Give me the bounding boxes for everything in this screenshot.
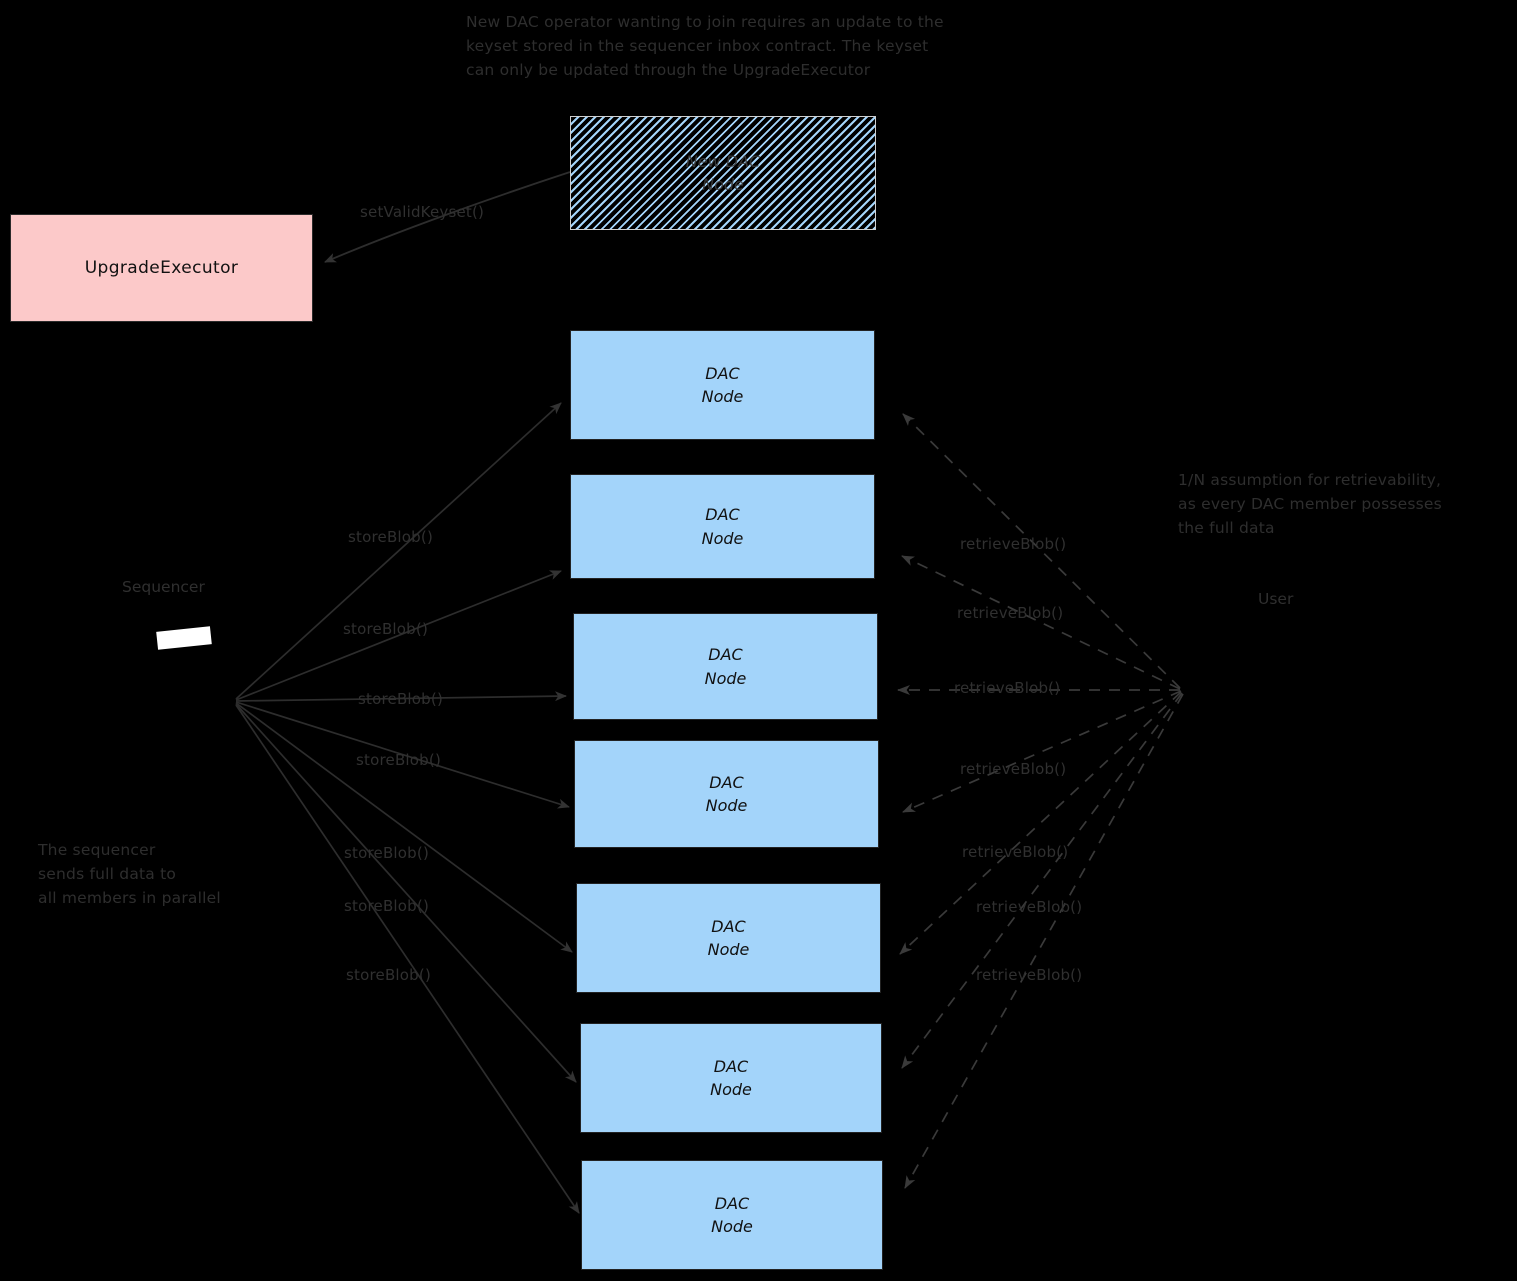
upgrade-executor-box[interactable]: UpgradeExecutor <box>10 214 313 322</box>
edge-label-store-blob-6: storeBlob() <box>344 897 430 915</box>
dac-node-label-line2: Node <box>710 1080 752 1099</box>
edge-label-set-valid-keyset: setValidKeyset() <box>360 203 485 221</box>
note-bottom-left-parallel-send: The sequencer sends full data to all mem… <box>38 841 221 908</box>
note-right-retrievability: 1/N assumption for retrievability, as ev… <box>1178 471 1442 538</box>
dac-node-label-line1: DAC <box>709 772 744 792</box>
dac-node-box-3[interactable]: DAC Node <box>573 613 878 720</box>
edge-label-retrieve-blob-4: retrieveBlob() <box>960 760 1067 778</box>
edge-label-retrieve-blob-7: retrieveBlob() <box>976 966 1083 984</box>
sequencer-actor-label: Sequencer <box>122 578 205 596</box>
upgrade-executor-label: UpgradeExecutor <box>84 258 239 278</box>
dac-node-label-line1: DAC <box>705 505 740 525</box>
edge-label-store-blob-4: storeBlob() <box>356 751 442 769</box>
user-actor-label: User <box>1258 590 1294 608</box>
dac-node-label-line1: DAC <box>713 1056 749 1076</box>
dac-node-label-line2: Node <box>701 387 744 406</box>
dac-node-label-line1: DAC <box>714 1193 750 1213</box>
dac-node-box-6[interactable]: DAC Node <box>580 1023 882 1133</box>
edge-label-store-blob-3: storeBlob() <box>358 690 444 708</box>
edge-group-store-blob <box>235 402 580 1214</box>
dac-node-label-line2: Node <box>711 1217 753 1236</box>
edge-label-retrieve-blob-5: retrieveBlob() <box>962 843 1069 861</box>
edge-label-retrieve-blob-1: retrieveBlob() <box>960 535 1067 553</box>
dac-node-label-line1: DAC <box>708 645 743 665</box>
new-dac-node-label-line2: Node <box>702 175 744 194</box>
edge-label-retrieve-blob-3: retrieveBlob() <box>954 679 1061 697</box>
dac-node-label-line2: Node <box>705 796 748 815</box>
edge-label-store-blob-7: storeBlob() <box>346 966 432 984</box>
edge-group-retrieve-blob <box>897 413 1184 1189</box>
edge-label-retrieve-blob-2: retrieveBlob() <box>957 604 1064 622</box>
dac-node-box-4[interactable]: DAC Node <box>574 740 879 848</box>
new-dac-node-label-line1: New DAC <box>685 151 761 171</box>
dac-node-box-2[interactable]: DAC Node <box>570 474 875 579</box>
edge-set-valid-keyset <box>324 171 571 263</box>
dac-node-box-1[interactable]: DAC Node <box>570 330 875 440</box>
edge-label-store-blob-2: storeBlob() <box>343 620 429 638</box>
edge-label-retrieve-blob-6: retrieveBlob() <box>976 898 1083 916</box>
new-dac-node-box[interactable]: New DAC Node <box>570 116 876 230</box>
dac-node-label-line1: DAC <box>705 363 740 383</box>
dac-node-box-5[interactable]: DAC Node <box>576 883 881 993</box>
edge-label-store-blob-1: storeBlob() <box>348 528 434 546</box>
dac-node-label-line2: Node <box>701 528 744 548</box>
dac-node-label-line2: Node <box>707 940 750 959</box>
note-top-keyset-update: New DAC operator wanting to join require… <box>466 13 944 80</box>
edge-label-store-blob-5: storeBlob() <box>344 844 430 862</box>
dac-node-box-7[interactable]: DAC Node <box>581 1160 883 1270</box>
dac-node-label-line1: DAC <box>711 916 746 936</box>
dac-node-label-line2: Node <box>704 668 747 688</box>
